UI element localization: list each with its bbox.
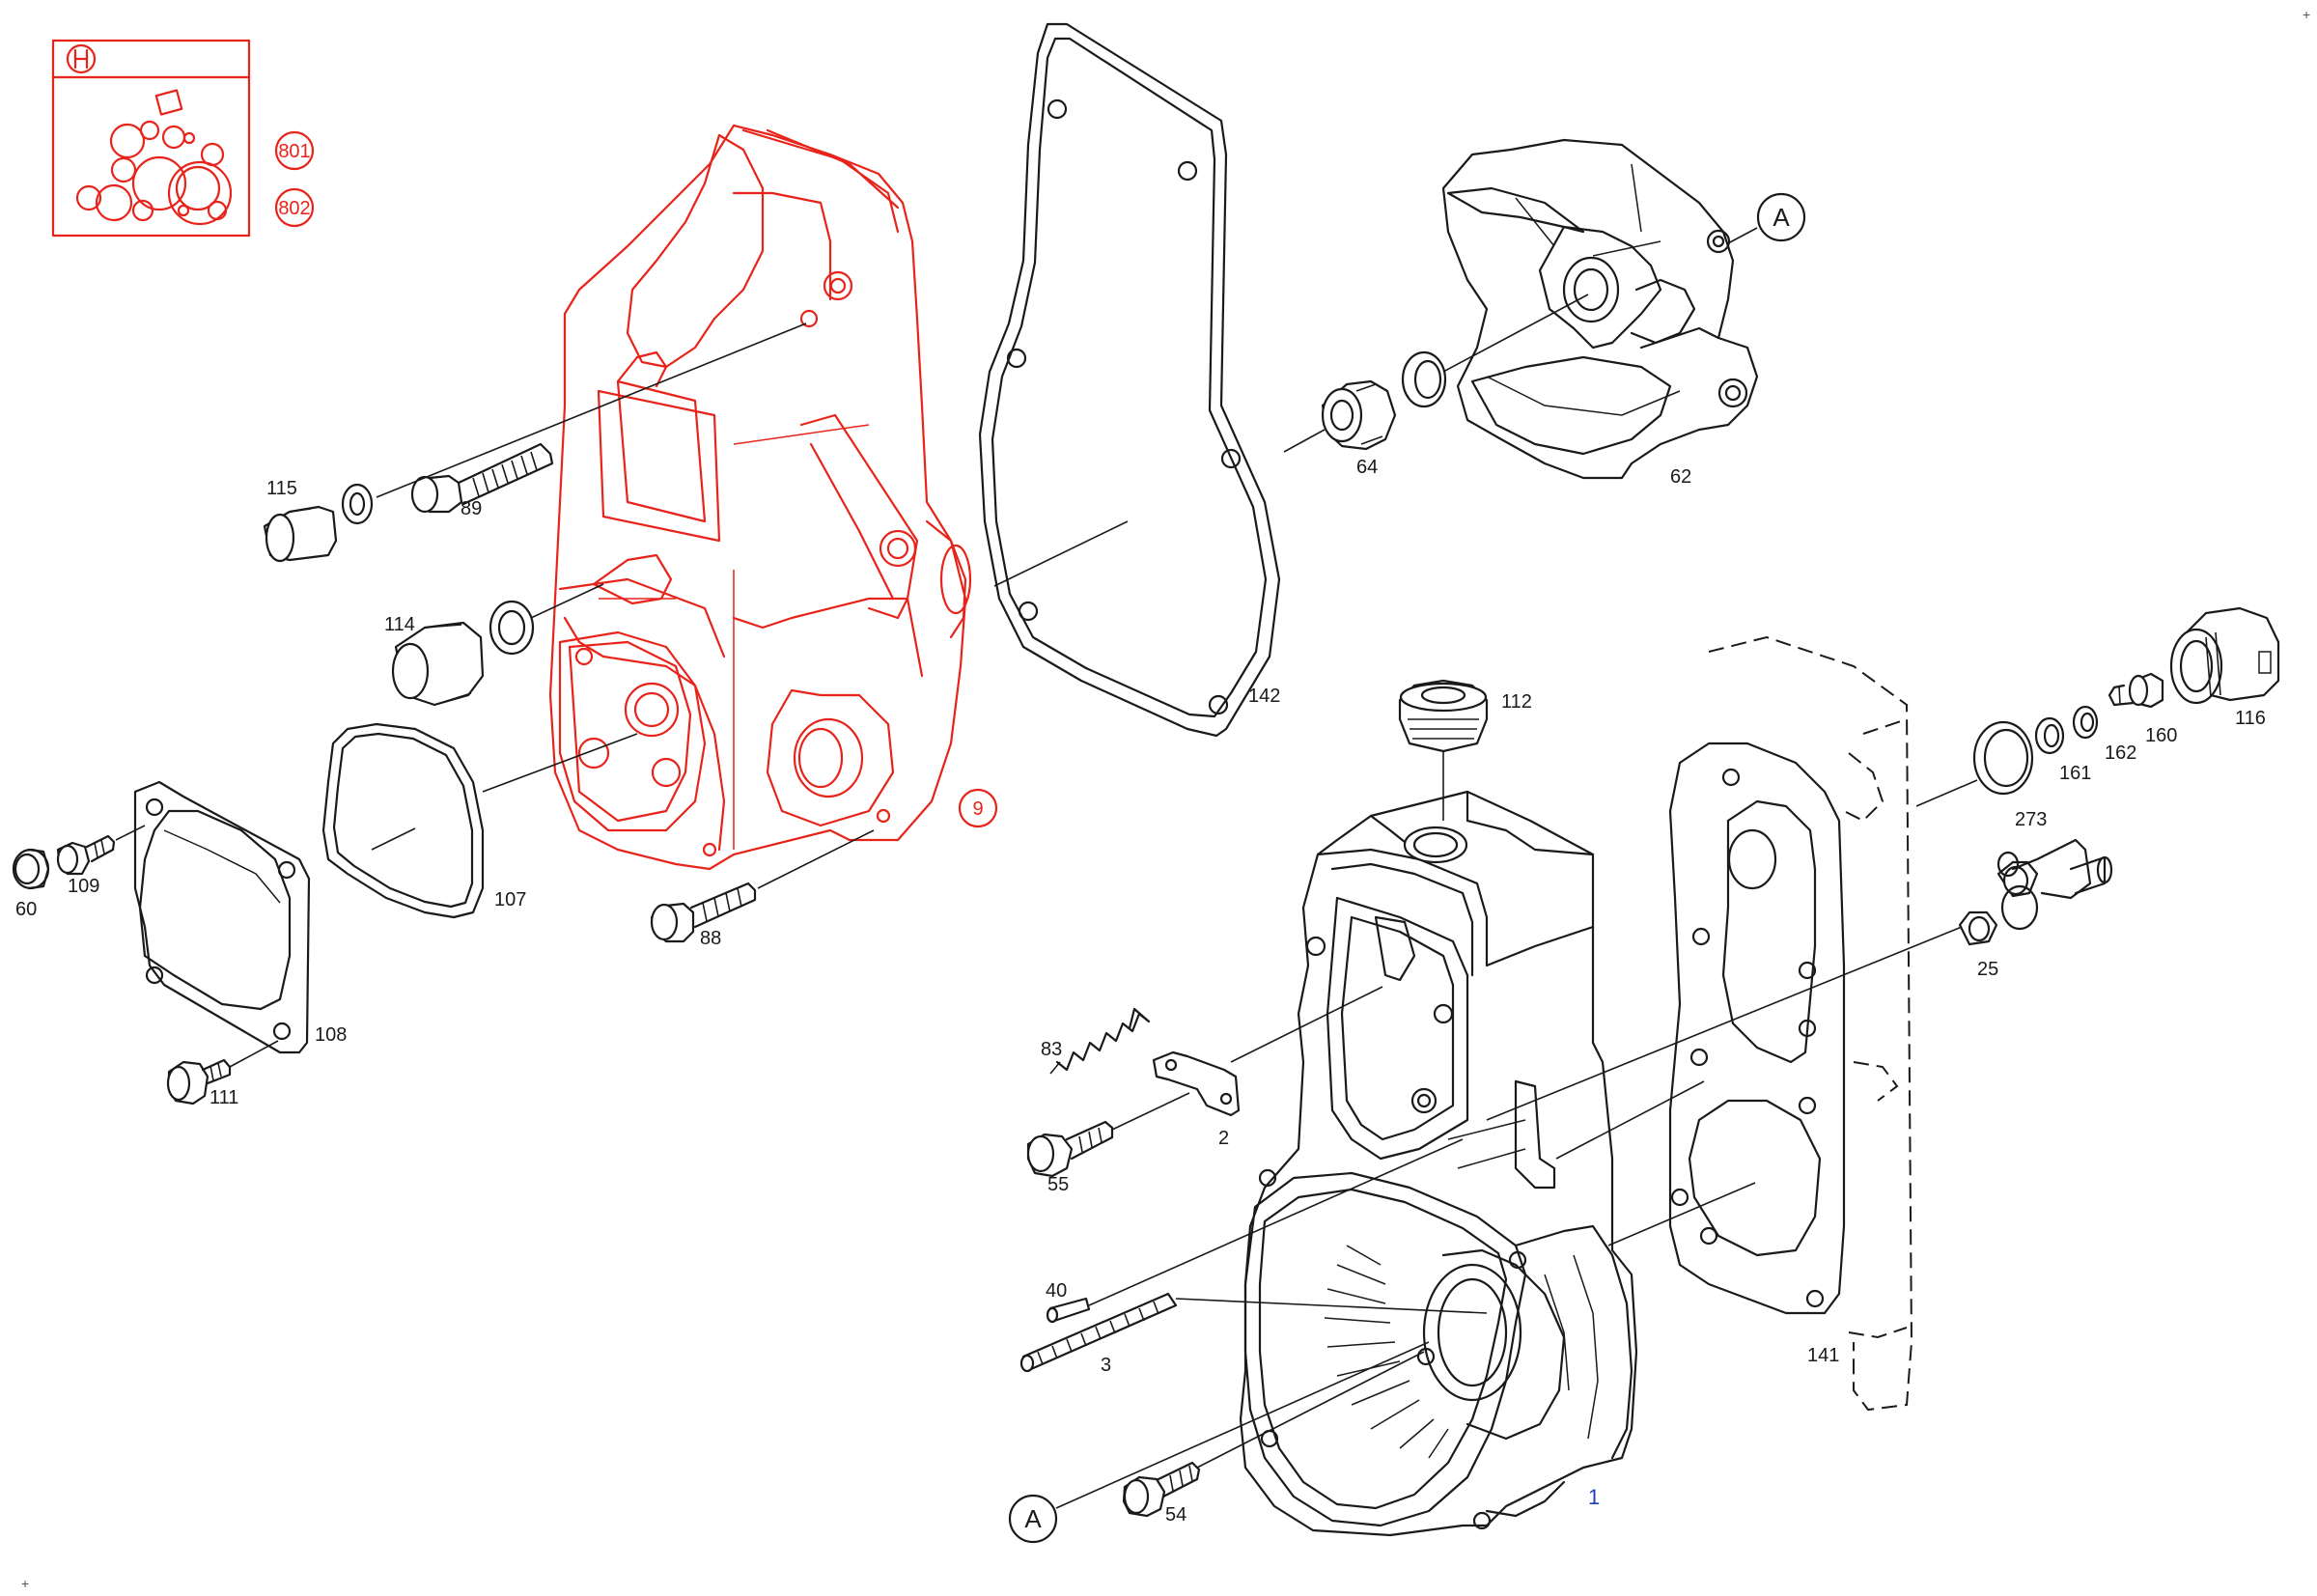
label-part-273[interactable]: 273 — [2015, 809, 2047, 830]
label-part-115[interactable]: 115 — [266, 478, 297, 499]
cap-part-116[interactable] — [2169, 606, 2280, 705]
bracket-part-2[interactable] — [1152, 1050, 1241, 1117]
bracket-part-62[interactable] — [1441, 138, 1759, 480]
label-part-1[interactable]: 1 — [1588, 1485, 1600, 1509]
label-part-109[interactable]: 109 — [68, 876, 99, 897]
label-part-111[interactable]: 111 — [209, 1087, 238, 1108]
seal-kit-icon — [75, 89, 233, 226]
label-part-112[interactable]: 112 — [1501, 691, 1532, 713]
nut-part-60[interactable] — [12, 848, 50, 890]
washer-114[interactable] — [489, 600, 535, 656]
gasket-part-142[interactable] — [978, 22, 1281, 738]
label-part-54[interactable]: 54 — [1165, 1504, 1186, 1526]
label-part-60[interactable]: 60 — [15, 899, 37, 920]
label-part-162[interactable]: 162 — [2105, 742, 2136, 764]
svg-text:9: 9 — [972, 798, 983, 820]
governor-housing-part-9[interactable] — [548, 124, 972, 871]
label-part-108[interactable]: 108 — [315, 1024, 347, 1046]
corner-mark-bottom-left: + — [21, 1576, 29, 1591]
gasket-part-107[interactable] — [321, 722, 485, 919]
pin-part-40[interactable] — [1046, 1297, 1091, 1324]
kit-ref-801[interactable]: 801 — [274, 130, 315, 171]
label-part-64[interactable]: 64 — [1356, 457, 1378, 478]
label-part-62[interactable]: 62 — [1670, 466, 1691, 488]
kit-ref-802[interactable]: 802 — [274, 187, 315, 228]
main-housing-part-1[interactable] — [1239, 790, 1638, 1537]
gasket-part-141[interactable] — [1668, 742, 1846, 1315]
label-part-142[interactable]: 142 — [1248, 686, 1280, 707]
cap-nut-part-114[interactable] — [391, 621, 485, 707]
label-part-83[interactable]: 83 — [1041, 1039, 1062, 1060]
label-part-2[interactable]: 2 — [1218, 1128, 1229, 1149]
bolt-part-88[interactable] — [650, 882, 757, 943]
mating-housing-dashed — [1708, 635, 1913, 1412]
label-part-40[interactable]: 40 — [1046, 1280, 1067, 1302]
label-part-88[interactable]: 88 — [700, 928, 721, 949]
washer-part-161[interactable] — [2034, 716, 2065, 755]
label-part-107[interactable]: 107 — [494, 889, 526, 910]
cap-nut-part-115[interactable] — [263, 505, 338, 563]
bolt-part-160[interactable] — [2108, 672, 2164, 709]
spring-part-83[interactable] — [1049, 1007, 1151, 1075]
label-part-55[interactable]: 55 — [1047, 1174, 1069, 1195]
svg-text:802: 802 — [278, 198, 310, 219]
bosch-logo-icon — [66, 43, 97, 74]
screw-part-55[interactable] — [1026, 1120, 1114, 1178]
nut-near-25[interactable] — [1958, 910, 1998, 946]
view-a-callout-bottom[interactable]: A — [1008, 1341, 1430, 1544]
label-part-89[interactable]: 89 — [461, 498, 482, 519]
label-part-141[interactable]: 141 — [1807, 1345, 1839, 1366]
corner-mark-top-right: + — [2303, 7, 2310, 22]
svg-text:A: A — [1773, 203, 1790, 232]
screw-part-54[interactable] — [1122, 1461, 1201, 1518]
bolt-part-109[interactable] — [56, 834, 116, 876]
bolt-part-111[interactable] — [166, 1058, 232, 1106]
seal-kit-box[interactable] — [51, 39, 251, 238]
snap-ring[interactable] — [1401, 350, 1447, 408]
label-part-160[interactable]: 160 — [2145, 725, 2177, 746]
link-part-25[interactable] — [1996, 838, 2113, 931]
label-part-161[interactable]: 161 — [2059, 763, 2091, 784]
stud-part-3[interactable] — [1019, 1292, 1178, 1373]
washer-115[interactable] — [341, 483, 374, 525]
label-part-116[interactable]: 116 — [2235, 708, 2266, 729]
o-ring-part-273[interactable] — [1972, 720, 2034, 796]
bolt-part-89[interactable] — [410, 442, 554, 514]
washer-part-162[interactable] — [2072, 705, 2099, 740]
label-part-25[interactable]: 25 — [1977, 959, 1998, 980]
cover-plate-part-108[interactable] — [133, 780, 311, 1054]
plug-part-112[interactable] — [1398, 679, 1489, 753]
sleeve-part-64[interactable] — [1321, 379, 1397, 451]
svg-text:A: A — [1024, 1504, 1042, 1533]
label-part-3[interactable]: 3 — [1101, 1355, 1111, 1376]
svg-text:801: 801 — [278, 141, 310, 162]
label-part-114[interactable]: 114 — [384, 614, 415, 635]
view-a-callout-top[interactable]: A — [1727, 192, 1806, 244]
callout-9[interactable]: 9 — [958, 788, 998, 828]
